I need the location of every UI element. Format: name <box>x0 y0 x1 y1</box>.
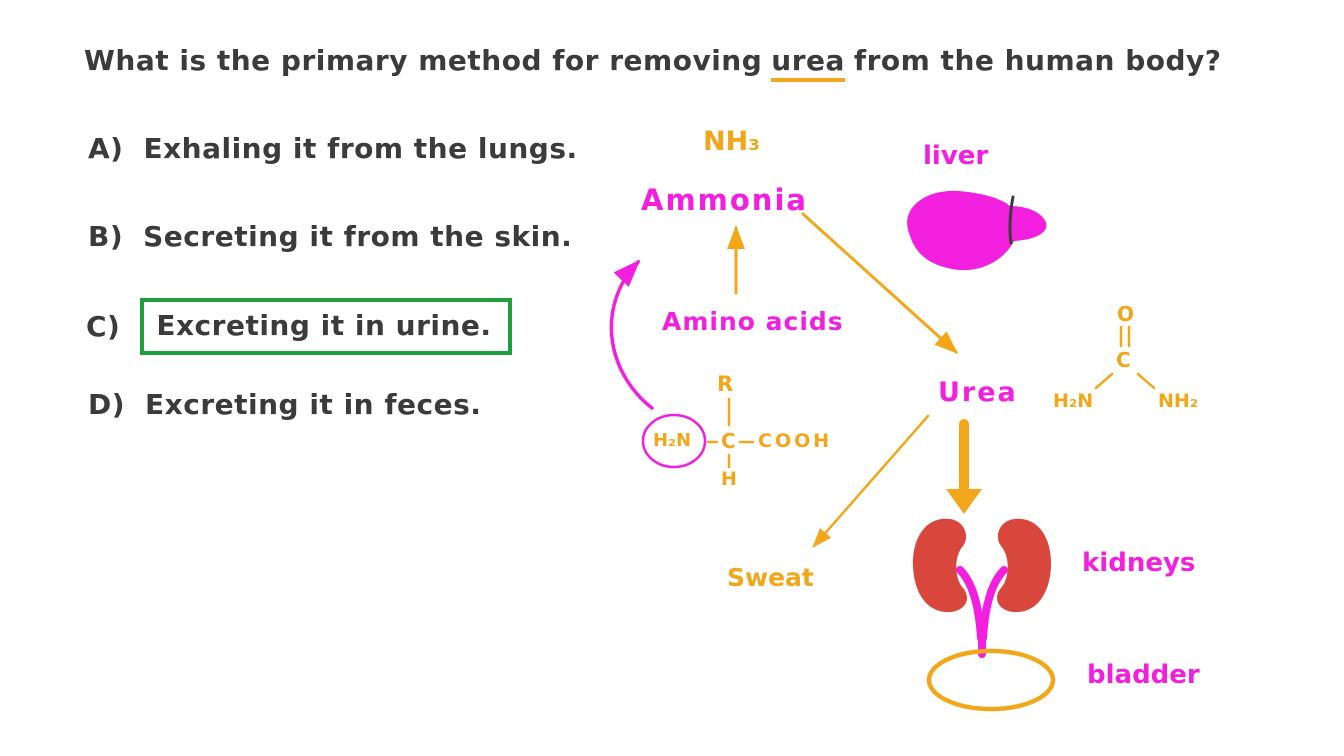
urea-structure-nh2: NH₂ <box>1158 390 1199 412</box>
urea-structure-o: O <box>1117 302 1135 326</box>
amino-structure-h: H <box>721 468 737 490</box>
option-b: B) Secreting it from the skin. <box>88 220 572 253</box>
option-b-text: Secreting it from the skin. <box>143 220 573 253</box>
option-d-text: Excreting it in feces. <box>145 388 482 421</box>
kidneys-label: kidneys <box>1082 548 1196 578</box>
option-a-letter: A) <box>88 132 124 165</box>
urea-structure-c: C <box>1116 348 1131 372</box>
option-c: C) Excreting it in urine. <box>86 298 512 355</box>
option-d-letter: D) <box>88 388 126 421</box>
amino-structure-r: R <box>717 372 734 396</box>
liver-shape <box>907 190 1047 271</box>
option-a-text: Exhaling it from the lungs. <box>143 132 578 165</box>
option-c-text-correct-answer-box: Excreting it in urine. <box>140 298 512 355</box>
bladder-shape <box>926 648 1056 712</box>
bladder-label: bladder <box>1087 660 1200 690</box>
question-text-post: from the human body? <box>853 44 1222 77</box>
question-text-pre: What is the primary method for removing <box>84 44 763 77</box>
question-urea-underlined: urea <box>771 44 845 82</box>
arrow-aminoacid-circle-to-ammonia <box>609 259 654 410</box>
liver-label: liver <box>923 141 989 171</box>
option-d: D) Excreting it in feces. <box>88 388 481 421</box>
amino-structure-h2n: H₂N <box>653 430 692 451</box>
amino-structure-cooh: COOH <box>758 430 833 452</box>
option-a: A) Exhaling it from the lungs. <box>88 132 578 165</box>
urea-structure-h2n: H₂N <box>1053 390 1094 412</box>
amino-structure-c: C <box>721 429 736 453</box>
amino-acids-label: Amino acids <box>662 307 844 336</box>
option-b-letter: B) <box>88 220 124 253</box>
kidneys-shape <box>912 518 1052 658</box>
arrow-urea-to-kidneys <box>946 419 982 514</box>
option-c-letter: C) <box>86 310 121 343</box>
nh3-label: NH₃ <box>703 126 761 157</box>
urea-label: Urea <box>938 377 1018 408</box>
ammonia-label: Ammonia <box>641 183 808 217</box>
sweat-label: Sweat <box>727 563 814 592</box>
